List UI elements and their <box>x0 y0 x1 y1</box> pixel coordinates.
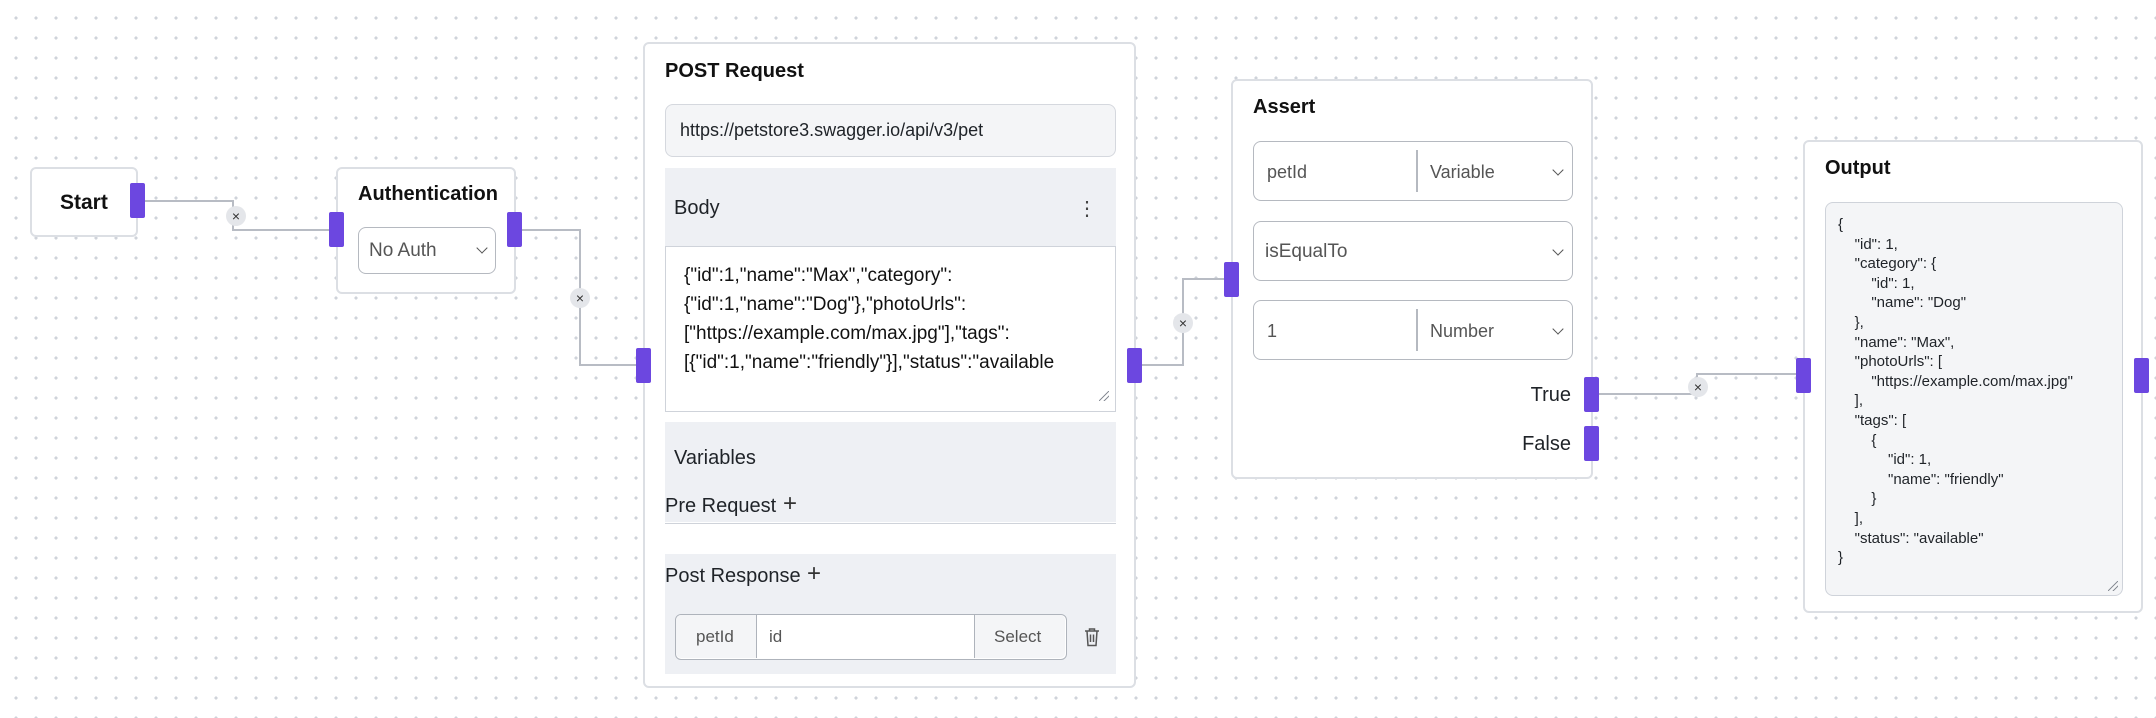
body-resize-handle[interactable] <box>1099 391 1109 401</box>
output-title: Output <box>1825 157 1891 179</box>
assert-true-handle[interactable] <box>1584 377 1599 412</box>
assert-right-value: 1 <box>1267 321 1278 341</box>
assert-right-operand-field[interactable]: 1 Number <box>1253 300 1573 360</box>
assert-left-operand-field[interactable]: petId Variable <box>1253 141 1573 201</box>
auth-type-value: No Auth <box>369 240 437 261</box>
body-text-viewport: {"id":1,"name":"Max","category": {"id":1… <box>684 261 1104 381</box>
body-menu-kebab-icon[interactable]: ⋮ <box>1077 198 1097 220</box>
output-input-handle[interactable] <box>1796 358 1811 393</box>
post-input-handle[interactable] <box>636 348 651 383</box>
post-request-title: POST Request <box>665 60 804 82</box>
add-pre-request-plus-icon[interactable]: + <box>783 490 798 517</box>
assert-title: Assert <box>1253 96 1316 118</box>
remove-edge-start-auth-button[interactable]: × <box>226 206 246 226</box>
variable-path-value: id <box>769 627 783 646</box>
variable-name-value: petId <box>696 627 734 646</box>
output-json-text: { "id": 1, "category": { "id": 1, "name"… <box>1838 216 2073 567</box>
remove-edge-post-assert-button[interactable]: × <box>1173 313 1193 333</box>
auth-type-select[interactable]: No Auth <box>358 227 496 274</box>
assert-false-handle[interactable] <box>1584 426 1599 461</box>
add-post-response-plus-icon[interactable]: + <box>807 560 822 587</box>
body-line: [{"id":1,"name":"friendly"}],"status":"a… <box>684 352 1055 373</box>
field-divider <box>1416 150 1418 192</box>
body-line: {"id":1,"name":"Dog"},"photoUrls": <box>684 294 967 315</box>
output-resize-handle[interactable] <box>2108 581 2118 591</box>
url-value: https://petstore3.swagger.io/api/v3/pet <box>680 120 984 140</box>
variable-row: petId id Select <box>675 614 1067 660</box>
output-node[interactable]: Output { "id": 1, "category": { "id": 1,… <box>1803 140 2143 613</box>
remove-edge-auth-post-button[interactable]: × <box>570 288 590 308</box>
assert-false-label: False <box>1522 433 1571 455</box>
body-line: ["https://example.com/max.jpg"],"tags": <box>684 323 1010 344</box>
assert-node[interactable]: Assert petId Variable isEqualTo 1 Number… <box>1231 79 1593 479</box>
assert-left-value: petId <box>1267 162 1308 182</box>
assert-right-type: Number <box>1430 321 1495 341</box>
variables-section: Variables <box>665 422 1116 522</box>
variable-name-field[interactable]: petId <box>676 615 757 658</box>
variable-path-input[interactable]: id <box>757 615 974 658</box>
body-section: Body ⋮ {"id":1,"name":"Max","category": … <box>665 168 1116 412</box>
start-node-title: Start <box>60 191 108 214</box>
body-line: {"id":1,"name":"Max","category": <box>684 265 953 286</box>
body-label: Body <box>674 197 720 219</box>
output-output-handle[interactable] <box>2134 358 2149 393</box>
field-divider <box>1416 309 1418 351</box>
body-textarea[interactable]: {"id":1,"name":"Max","category": {"id":1… <box>665 246 1116 412</box>
start-output-handle[interactable] <box>130 183 145 218</box>
assert-operator-select[interactable]: isEqualTo <box>1253 221 1573 281</box>
assert-true-label: True <box>1530 384 1571 406</box>
auth-input-handle[interactable] <box>329 212 344 247</box>
variable-select-button[interactable]: Select <box>974 615 1065 658</box>
post-response-label: Post Response <box>665 565 801 587</box>
authentication-node-title: Authentication <box>358 183 498 205</box>
variables-label: Variables <box>674 447 756 469</box>
url-input[interactable]: https://petstore3.swagger.io/api/v3/pet <box>665 104 1116 157</box>
assert-operator-value: isEqualTo <box>1265 241 1348 262</box>
variable-select-label: Select <box>994 627 1042 646</box>
post-request-node[interactable]: POST Request https://petstore3.swagger.i… <box>643 42 1136 688</box>
pre-request-row: Pre Request + <box>665 484 1116 524</box>
delete-variable-trash-icon[interactable] <box>1084 627 1100 647</box>
assert-input-handle[interactable] <box>1224 262 1239 297</box>
remove-edge-assert-output-button[interactable]: × <box>1688 377 1708 397</box>
output-json-textarea[interactable]: { "id": 1, "category": { "id": 1, "name"… <box>1825 202 2123 596</box>
auth-output-handle[interactable] <box>507 212 522 247</box>
pre-request-label: Pre Request <box>665 495 777 517</box>
assert-left-type: Variable <box>1430 162 1495 182</box>
start-node[interactable]: Start <box>30 167 138 237</box>
post-output-handle[interactable] <box>1127 348 1142 383</box>
post-response-section: Post Response + petId id Select <box>665 554 1116 674</box>
